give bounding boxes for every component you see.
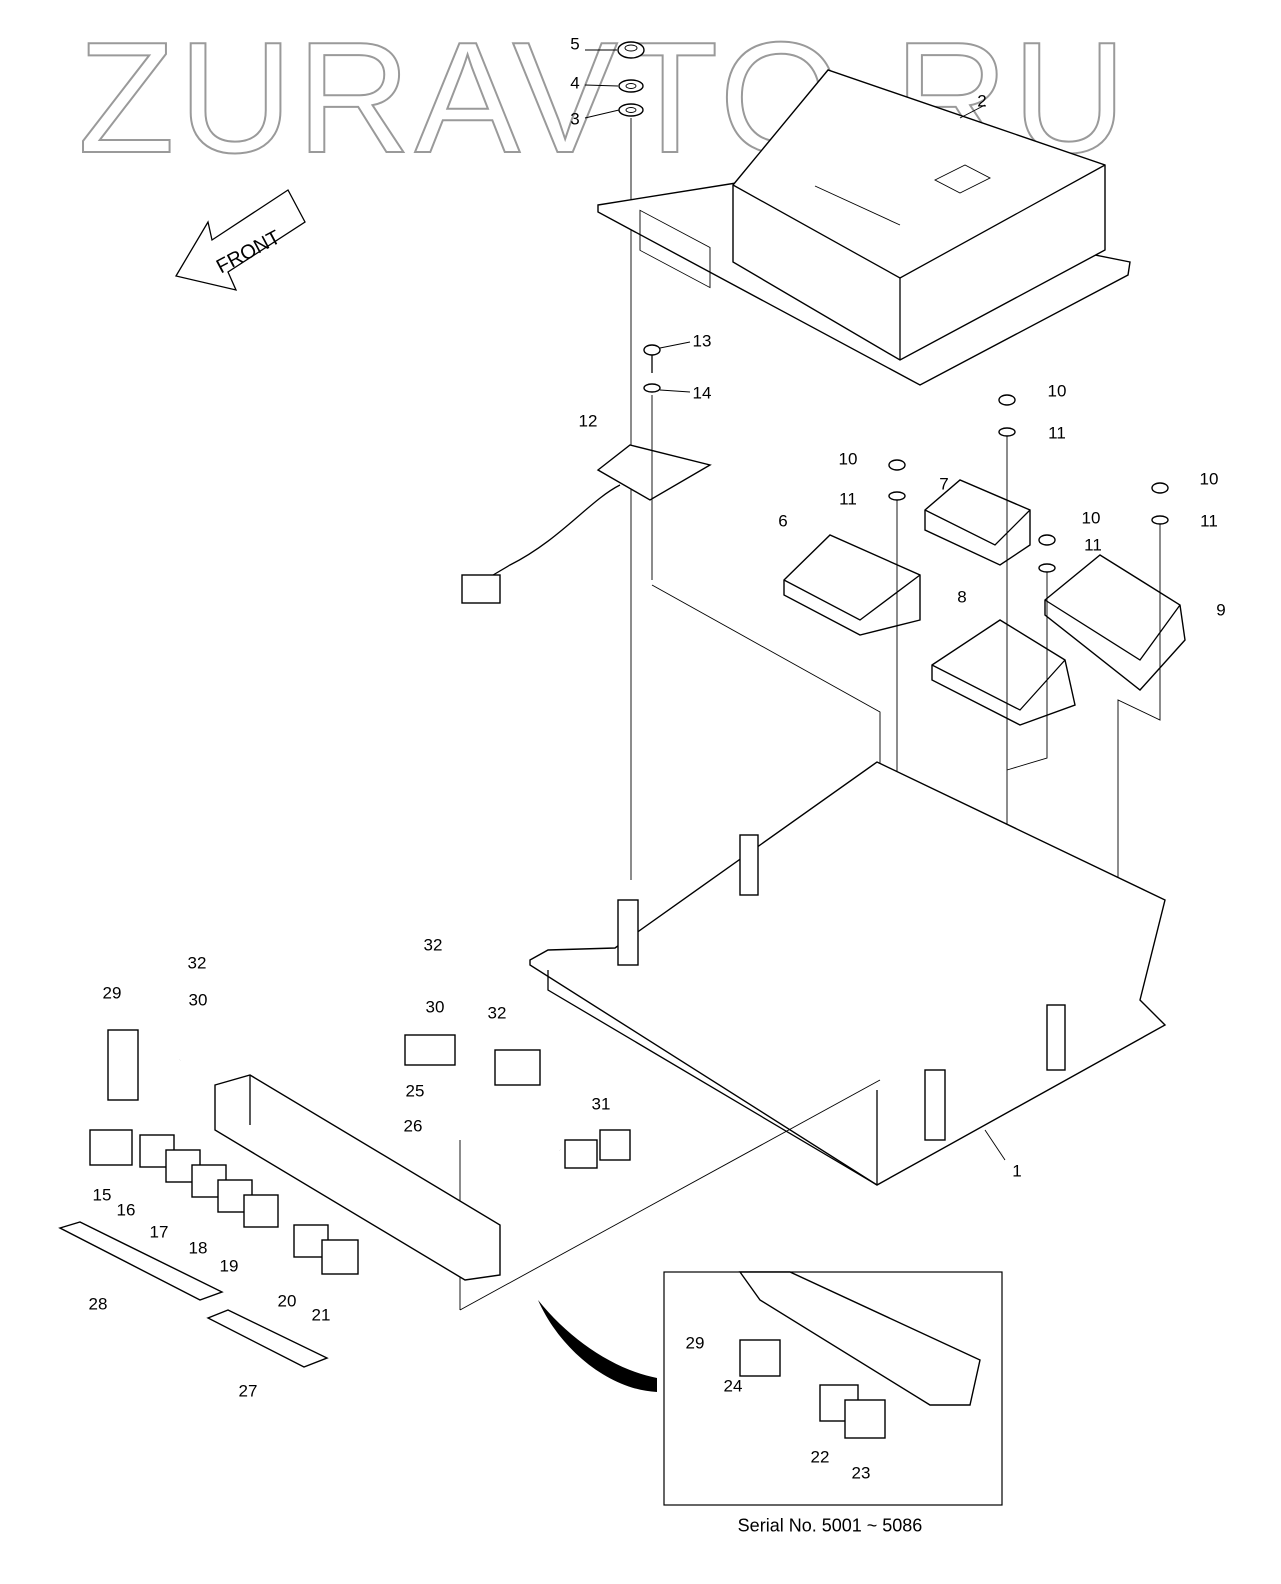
callout-21: 21: [311, 1305, 331, 1325]
callout-8: 8: [957, 587, 967, 607]
callout-15: 15: [92, 1185, 112, 1205]
callout-18: 18: [188, 1238, 208, 1258]
callout-2: 2: [977, 91, 987, 111]
callout-6: 6: [778, 511, 788, 531]
callout-11: 11: [839, 489, 857, 509]
callout-1: 1: [1012, 1161, 1022, 1181]
module-6: [783, 534, 921, 636]
front-arrow-icon: FRONT: [174, 189, 306, 291]
callout-10: 10: [1199, 469, 1219, 489]
inset-callout-24: 24: [723, 1376, 743, 1396]
callout-32: 32: [487, 1003, 507, 1023]
callout-27: 27: [238, 1381, 258, 1401]
callout-19: 19: [219, 1256, 239, 1276]
callout-26: 26: [403, 1116, 423, 1136]
base-plate: [459, 761, 1167, 1311]
callout-11: 11: [1048, 423, 1066, 443]
labels-27-28: [58, 1221, 329, 1368]
inset-callout-29: 29: [685, 1333, 705, 1353]
callout-31: 31: [591, 1094, 611, 1114]
callout-30: 30: [188, 990, 208, 1010]
callout-4: 4: [570, 73, 580, 93]
callout-10: 10: [1047, 381, 1067, 401]
nut-washer-stack: [584, 41, 645, 880]
inset-callout-22: 22: [810, 1447, 830, 1467]
module-7: [924, 479, 1031, 566]
callout-9: 9: [1216, 600, 1226, 620]
callout-10: 10: [1081, 508, 1101, 528]
callout-16: 16: [116, 1200, 136, 1220]
relay-block: [214, 1074, 501, 1281]
callout-7: 7: [939, 474, 949, 494]
inset-callout-23: 23: [851, 1463, 871, 1483]
callout-14: 14: [692, 383, 712, 403]
front-arrow-label: FRONT: [213, 226, 284, 278]
callout-10: 10: [838, 449, 858, 469]
callout-20: 20: [277, 1291, 297, 1311]
callout-32: 32: [187, 953, 207, 973]
controller-unit: [597, 69, 1131, 386]
module-9: [1044, 554, 1186, 691]
washer-14: [643, 383, 691, 393]
callout-29: 29: [102, 983, 122, 1003]
callout-5: 5: [570, 34, 580, 54]
callout-11: 11: [1200, 511, 1218, 531]
serial-note: Serial No. 5001 ~ 5086: [737, 1515, 923, 1536]
wire-harness: [89, 1027, 631, 1169]
callout-25: 25: [405, 1081, 425, 1101]
callout-12: 12: [578, 411, 598, 431]
screw-13: [643, 341, 691, 373]
callout-28: 28: [88, 1294, 108, 1314]
callout-11: 11: [1084, 535, 1102, 555]
relays-15-21: [139, 1134, 359, 1275]
callout-30: 30: [425, 997, 445, 1017]
inset-detail: [538, 1271, 1003, 1506]
module-8: [931, 619, 1076, 726]
callout-32: 32: [423, 935, 443, 955]
callout-13: 13: [692, 331, 712, 351]
callout-17: 17: [149, 1222, 169, 1242]
callout-3: 3: [570, 109, 580, 129]
